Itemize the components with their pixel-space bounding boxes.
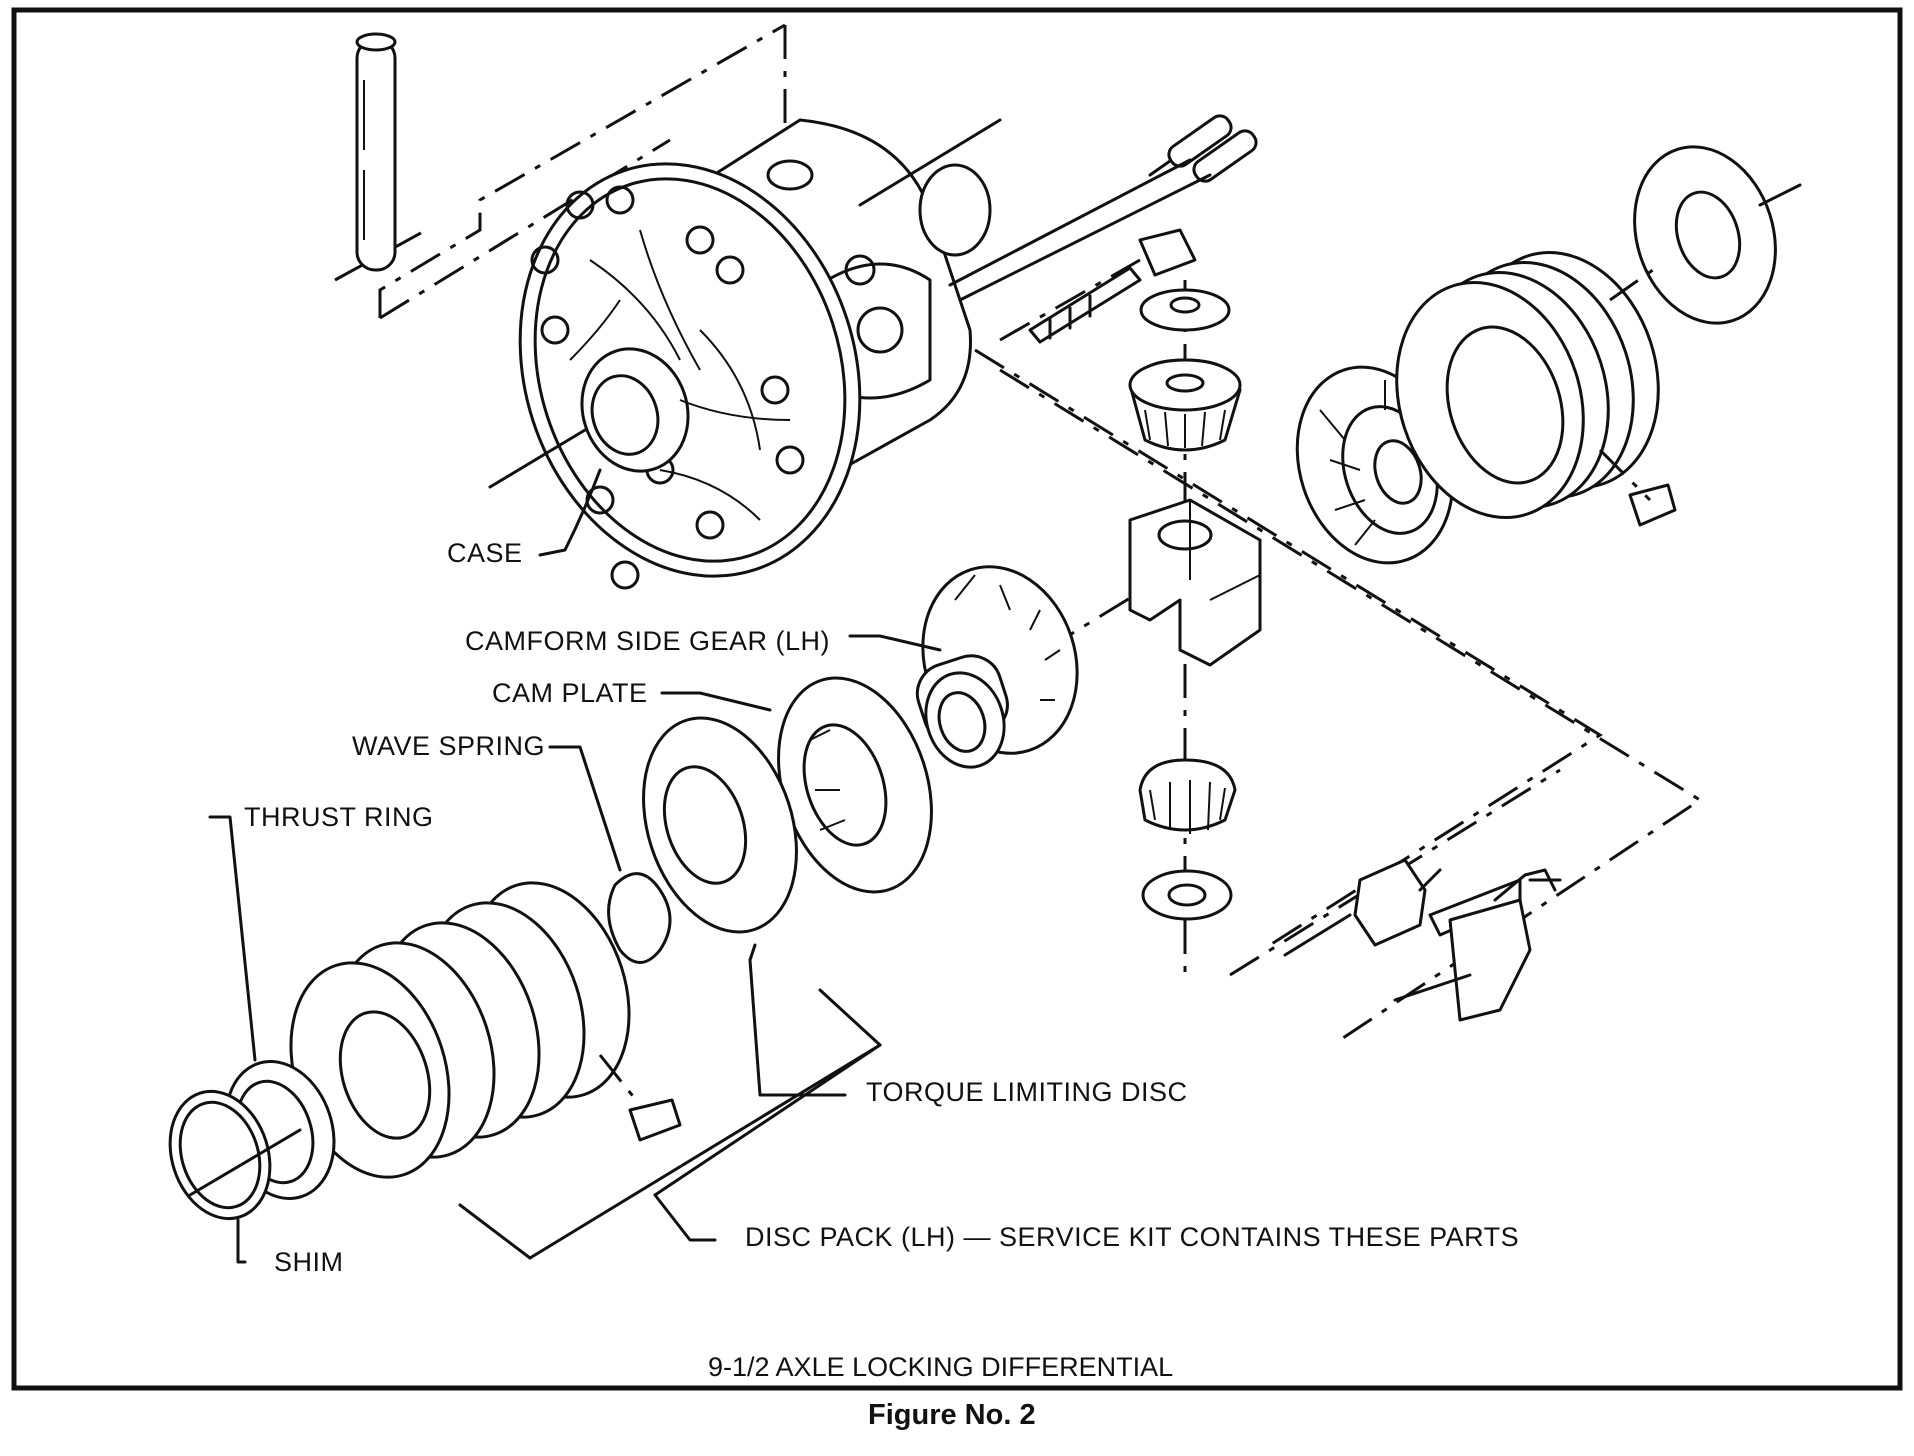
figure-number: Figure No. 2 bbox=[868, 1399, 1036, 1431]
label-case: CASE bbox=[447, 538, 523, 568]
shim bbox=[168, 1089, 302, 1221]
wave-spring bbox=[607, 872, 672, 964]
thrust-washer-right bbox=[1609, 145, 1802, 325]
bolts bbox=[948, 114, 1258, 344]
label-thrust-ring: THRUST RING bbox=[244, 802, 434, 832]
cam-plate bbox=[777, 676, 933, 894]
axle-shaft-right bbox=[1283, 858, 1562, 1022]
label-disc-pack: DISC PACK (LH) — SERVICE KIT CONTAINS TH… bbox=[745, 1222, 1520, 1252]
disc-pack-left bbox=[289, 881, 682, 1179]
disc-pack-right bbox=[1395, 251, 1677, 527]
label-shim: SHIM bbox=[274, 1247, 344, 1277]
label-torque-limiting-disc: TORQUE LIMITING DISC bbox=[866, 1077, 1188, 1107]
figure-frame bbox=[11, 7, 1903, 1391]
cross-block bbox=[1128, 498, 1262, 667]
label-wave-spring: WAVE SPRING bbox=[352, 731, 546, 761]
leader-lines bbox=[208, 468, 942, 1264]
label-cam-plate: CAM PLATE bbox=[492, 678, 648, 708]
figure-caption: 9-1/2 AXLE LOCKING DIFFERENTIAL bbox=[708, 1352, 1174, 1382]
pinion-gear-bottom bbox=[1138, 758, 1237, 921]
pinion-shaft bbox=[334, 32, 671, 320]
camform-side-gear bbox=[915, 565, 1079, 769]
differential-case bbox=[518, 118, 992, 590]
pinion-gear-top bbox=[1128, 280, 1242, 980]
torque-limiting-disc bbox=[642, 716, 798, 934]
label-camform-side-gear: CAMFORM SIDE GEAR (LH) bbox=[465, 626, 831, 656]
